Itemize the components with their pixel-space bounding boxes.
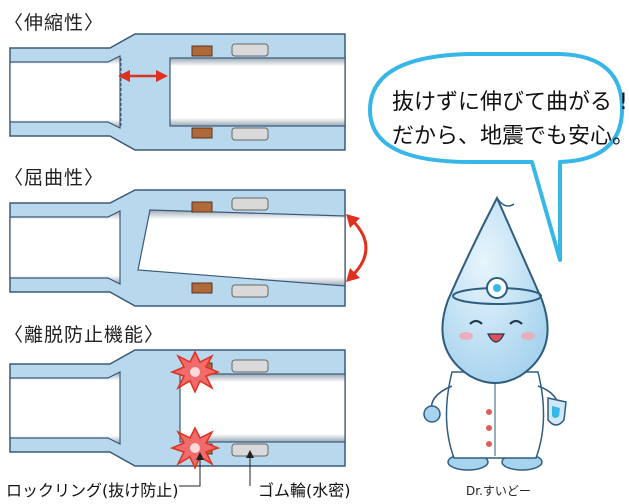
label-rubber-ring: ゴム輪(水密)	[258, 477, 351, 501]
lock-ring-top	[191, 45, 213, 57]
spigot-pipe-tilted	[137, 209, 346, 287]
joint-diagram-separation-prevention	[9, 349, 346, 487]
impact-burst-top	[169, 350, 221, 394]
extension-double-arrow	[118, 70, 168, 82]
label-lock-ring: ロックリング(抜け防止)	[6, 477, 179, 501]
rubber-ring-bottom	[231, 127, 269, 141]
impact-burst-bottom	[169, 426, 221, 470]
character-name: Dr.すいどー	[466, 484, 531, 498]
speech-bubble-line-1: 抜けずに伸びて曲がる !!	[392, 90, 629, 115]
inner-pipe-left	[9, 371, 121, 445]
heading-separation-prevention: 〈離脱防止機能〉	[4, 324, 165, 346]
speech-bubble	[368, 52, 625, 262]
inner-pipe-left	[9, 210, 121, 285]
lock-ring-top	[191, 201, 213, 213]
rubber-ring-top	[231, 197, 269, 211]
speech-bubble-line-2: だから、地震でも安心。	[392, 124, 629, 149]
rubber-ring-top	[231, 359, 269, 373]
inner-pipe-left	[9, 55, 121, 129]
bending-curved-arrow	[346, 214, 368, 282]
heading-extension: 〈伸縮性〉	[4, 12, 105, 34]
lock-ring-bottom	[191, 127, 213, 139]
joint-diagram-bending	[9, 189, 368, 307]
spigot-pipe	[179, 373, 346, 443]
heading-bending: 〈屈曲性〉	[4, 167, 105, 189]
joint-diagram-extension	[9, 33, 346, 151]
spigot-pipe	[169, 57, 346, 127]
character-dr-suido	[423, 195, 567, 471]
rubber-ring-bottom	[231, 284, 269, 298]
lock-ring-bottom	[191, 282, 213, 294]
rubber-ring-top	[231, 43, 269, 57]
